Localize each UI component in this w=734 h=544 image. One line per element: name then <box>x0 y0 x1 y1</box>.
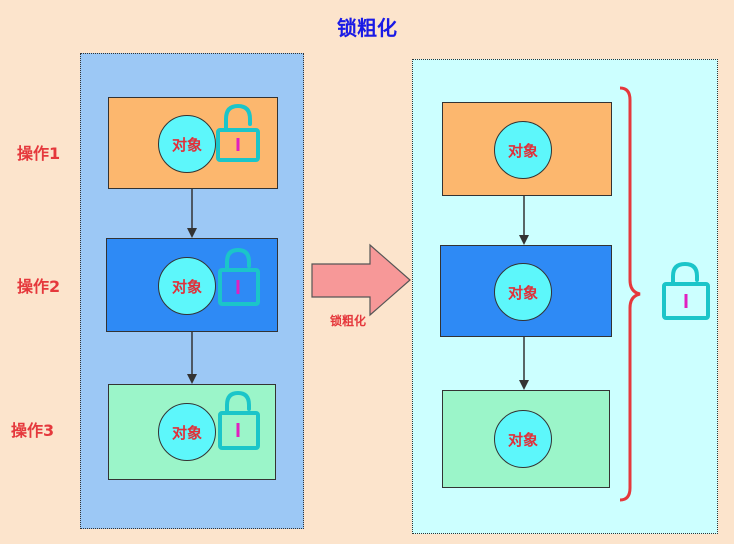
arrow-right-icon <box>311 243 411 317</box>
object-node-2: 对象 <box>158 257 216 315</box>
lock-icon <box>218 390 260 450</box>
object-node-3: 对象 <box>158 403 216 461</box>
merged-object-1: 对象 <box>494 121 552 179</box>
operation-label-2: 操作2 <box>17 277 61 296</box>
operation-label-3: 操作3 <box>11 421 55 440</box>
arrow-label: 锁粗化 <box>330 314 367 328</box>
object-node-1: 对象 <box>158 115 216 173</box>
diagram-title: 锁粗化 <box>337 16 397 40</box>
lock-icon <box>662 261 710 320</box>
merged-object-2: 对象 <box>494 263 552 321</box>
merged-object-3: 对象 <box>494 410 552 468</box>
operation-label-1: 操作1 <box>17 144 61 163</box>
brace-icon <box>619 86 641 502</box>
lock-icon <box>216 103 260 162</box>
merged-box-3 <box>442 390 610 488</box>
lock-icon <box>218 247 260 306</box>
